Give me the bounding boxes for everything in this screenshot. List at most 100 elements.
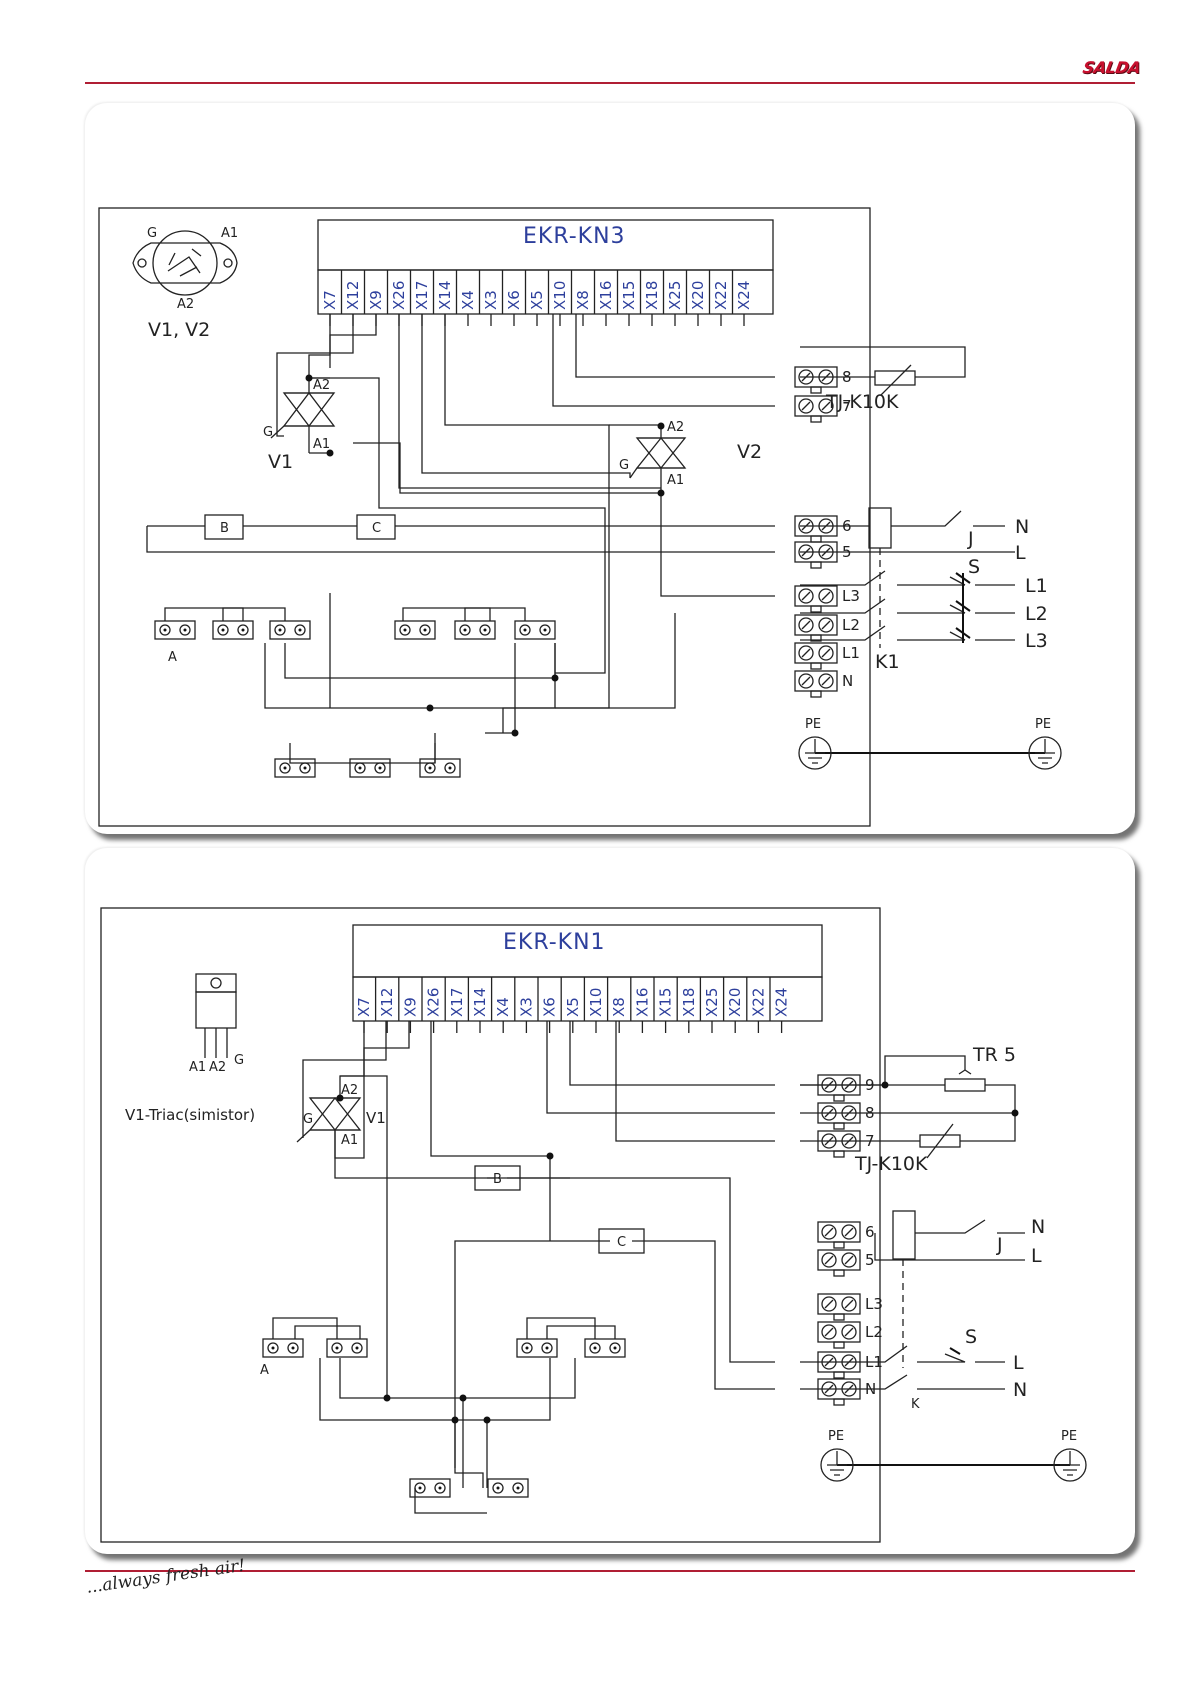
heater-terminal-pair <box>584 1338 626 1358</box>
pin-strip <box>352 976 823 1022</box>
heater-a-label: A <box>168 650 177 665</box>
fuse-b-label: B <box>220 521 229 536</box>
terminal: L1 <box>794 642 860 670</box>
switch-label: S <box>968 556 980 578</box>
switch-label: S <box>965 1326 977 1348</box>
control-wiring <box>302 1021 775 1390</box>
terminal: N <box>794 670 853 698</box>
terminal-label: N <box>842 672 853 690</box>
phase-l1-label: L1 <box>1025 575 1048 597</box>
pin-strip <box>317 269 774 315</box>
heater-terminal-pair <box>154 620 196 640</box>
terminal-label: L3 <box>865 1295 883 1313</box>
terminal: L1 <box>817 1351 883 1379</box>
terminal-label: L3 <box>842 587 860 605</box>
header-rule <box>85 82 1135 84</box>
pin-label: X5 <box>564 997 582 1017</box>
pe-left-label: PE <box>828 1429 844 1444</box>
diagram-frame <box>98 207 871 827</box>
pin-label: X24 <box>773 988 791 1017</box>
pin-label: X6 <box>541 997 559 1017</box>
package-a2-label: A2 <box>209 1060 226 1075</box>
v1-a1-label: A1 <box>313 437 330 452</box>
pin-label: X22 <box>712 281 730 310</box>
terminal-label: 5 <box>865 1251 875 1269</box>
pin-label: X12 <box>378 988 396 1017</box>
heater-terminal-pair <box>454 620 496 640</box>
phase-l2-label: L2 <box>1025 603 1048 625</box>
controller-title: EKR-KN3 <box>523 224 626 249</box>
mains-out-n-label: N <box>1013 1379 1027 1401</box>
component-note: V1-Triac(simistor) <box>125 1106 255 1124</box>
package-g-label: G <box>234 1053 244 1068</box>
v2-a2-label: A2 <box>667 420 684 435</box>
sensor-circuit: TR 5 TJ-K10K <box>800 1044 1019 1175</box>
triac-package-symbol: A1 A2 G V1-Triac(simistor) <box>125 973 255 1124</box>
terminal: 8 <box>817 1102 875 1130</box>
terminal-label: 7 <box>842 397 852 415</box>
mains-out-l-label: L <box>1013 1352 1024 1374</box>
pin-label: X16 <box>633 988 651 1017</box>
diagram-frame <box>100 907 881 1543</box>
v1-g-label: G <box>263 425 273 440</box>
sensor-label: TJ-K10K <box>854 1153 928 1175</box>
v1-label: V1 <box>366 1109 386 1127</box>
terminal: 5 <box>794 541 852 569</box>
relay-contact-label: J <box>967 528 974 550</box>
terminal: 6 <box>794 515 852 543</box>
heater-elements <box>154 607 556 778</box>
heater-a-label: A <box>260 1363 269 1378</box>
relay-and-contactor: J N L K1 S L1 L2 L3 <box>800 507 1048 673</box>
pin-label: X15 <box>620 281 638 310</box>
pin-label: X3 <box>482 290 500 310</box>
mains-n-label: N <box>1015 516 1029 538</box>
pin-label: X7 <box>321 290 339 310</box>
terminal-label: 6 <box>865 1223 875 1241</box>
pe-left-label: PE <box>805 717 821 732</box>
triac-package-symbol: G A1 A2 V1, V2 <box>132 226 238 341</box>
heater-terminal-pair <box>516 1338 558 1358</box>
heater-terminal-pair <box>274 758 316 778</box>
pin-label: X10 <box>587 988 605 1017</box>
terminal-label: L1 <box>842 644 860 662</box>
triac-v1: A2 A1 G V1 <box>263 365 336 473</box>
pin-label: X17 <box>413 281 431 310</box>
heater-terminal-pair <box>394 620 436 640</box>
terminal: L2 <box>817 1321 883 1349</box>
pe-right-label: PE <box>1061 1429 1077 1444</box>
fuse-row: B C <box>146 514 775 553</box>
pin-label: X4 <box>494 997 512 1017</box>
terminal: 8 <box>794 366 852 394</box>
pin-label: X5 <box>528 290 546 310</box>
v2-label: V2 <box>737 441 762 463</box>
v1-a2-label: A2 <box>341 1083 358 1098</box>
pin-label: X25 <box>666 281 684 310</box>
fuse-c-label: C <box>372 521 381 536</box>
pin-label: X14 <box>436 281 454 310</box>
terminal-label: L2 <box>865 1323 883 1341</box>
v1-a1-label: A1 <box>341 1133 358 1148</box>
control-wiring <box>276 314 775 733</box>
v2-a1-label: A1 <box>667 473 684 488</box>
mains-l-label: L <box>1031 1245 1042 1267</box>
pin-label: X17 <box>448 988 466 1017</box>
pin-label: X6 <box>505 290 523 310</box>
pin-label: X26 <box>390 281 408 310</box>
heater-wiring <box>319 1228 576 1514</box>
footer-tagline: ...always fresh air! <box>85 1555 247 1598</box>
package-a2-label: A2 <box>177 297 194 312</box>
heater-terminal-pair <box>487 1478 529 1498</box>
salda-logo: SALDA <box>1081 58 1142 77</box>
contactor-label: K1 <box>875 651 900 673</box>
relay-contact-label: J <box>996 1234 1003 1256</box>
terminal: 7 <box>794 395 852 423</box>
pin-label: X16 <box>597 281 615 310</box>
heater-terminal-pair <box>212 620 254 640</box>
sensor-tj-k10k: TJ-K10K <box>800 346 966 413</box>
triac-v1: A2 A1 G V1 <box>296 1083 386 1148</box>
